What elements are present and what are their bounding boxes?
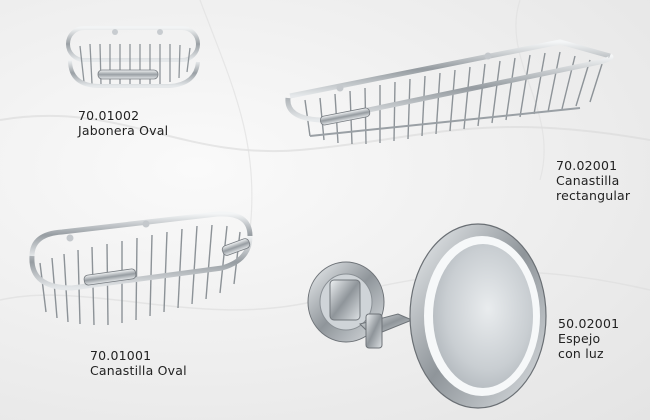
lighted-mirror-image — [307, 223, 547, 409]
rectangular-basket-image — [285, 39, 614, 145]
product-name-line1: Espejo — [558, 331, 601, 346]
product-label-70-02001: 70.02001 Canastilla rectangular — [556, 158, 630, 203]
product-label-70-01002: 70.01002 Jabonera Oval — [78, 108, 168, 138]
product-label-50-02001: 50.02001 Espejo con luz — [558, 316, 619, 361]
product-name-line2: rectangular — [556, 188, 631, 203]
product-code: 70.02001 — [556, 158, 618, 173]
product-code: 50.02001 — [558, 316, 620, 331]
product-code: 70.01001 — [90, 348, 152, 363]
product-code: 70.01002 — [78, 108, 140, 123]
product-name: Jabonera Oval — [78, 123, 169, 138]
oval-basket-image — [29, 211, 253, 326]
product-name-line2: con luz — [558, 346, 604, 361]
product-name: Canastilla Oval — [90, 363, 187, 378]
product-name-line1: Canastilla — [556, 173, 620, 188]
oval-soap-dish-image — [66, 26, 200, 88]
product-label-70-01001: 70.01001 Canastilla Oval — [90, 348, 187, 378]
